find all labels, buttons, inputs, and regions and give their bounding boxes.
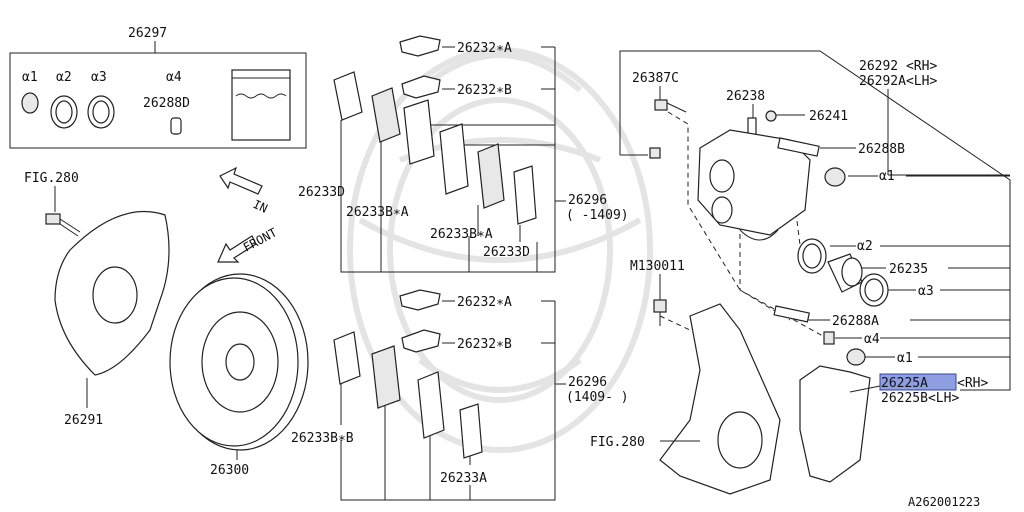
kit-item-a3: α3 (91, 70, 107, 85)
caliper-bolt-icon (654, 99, 668, 111)
m-bolt-icon (653, 299, 667, 313)
fig-280-top[interactable]: FIG.280 (24, 171, 79, 186)
caliper-a3: α3 (918, 284, 934, 299)
lower-pad-26233bb-icon (371, 345, 401, 409)
kit-box-26297[interactable]: 26297 α1 α2 α3 α4 26288D (9, 26, 307, 149)
kit-item-a1: α1 (22, 70, 38, 85)
boot-a1-icon (824, 167, 846, 187)
kit-item-a4: α4 (166, 70, 182, 85)
grease-pack (231, 69, 291, 141)
caliper-assembly: 26387C 26238 26241 26292 <RH> 26292A<LH>… (590, 50, 1011, 495)
pad-kit-upper: 26232∗A 26232∗B 26233D 26233B∗A 26233B∗A… (298, 35, 629, 273)
caliper-assy-lh[interactable]: 26292A<LH> (859, 74, 937, 89)
caliper-bolt-number[interactable]: 26387C (632, 71, 679, 86)
left-assembly: FIG.280 IN FRONT 26291 26300 (24, 166, 309, 478)
pad-26233d2-icon (513, 165, 537, 225)
bolt-icon (45, 213, 61, 225)
shim-b-icon (401, 75, 441, 99)
m-bolt-number[interactable]: M130011 (630, 259, 685, 274)
piston-number[interactable]: 26235 (889, 262, 928, 277)
caliper-support-icon (799, 365, 871, 483)
in-arrow-icon (219, 166, 263, 195)
kit-number[interactable]: 26297 (128, 26, 167, 41)
pad-26233ba-icon (371, 87, 401, 143)
upper-kit-range: ( -1409) (566, 208, 629, 223)
shim-a-icon (399, 35, 441, 57)
pad-26233ba2-icon (477, 143, 505, 209)
lower-shim-b[interactable]: 26232∗B (457, 337, 512, 352)
bushing-icon (823, 331, 835, 345)
bleeder-cap-icon (765, 110, 777, 122)
steering-knuckle-icon (659, 303, 781, 495)
front-arrow-icon (217, 235, 257, 263)
pin-a-number[interactable]: 26288A (832, 314, 879, 329)
lower-pad-a[interactable]: 26233A (440, 471, 487, 486)
upper-pad-d2[interactable]: 26233D (483, 245, 530, 260)
lower-shim-a-icon (399, 289, 441, 311)
guide-pin-b-icon (777, 137, 820, 157)
pad-inner-icon (403, 99, 435, 165)
lower-pad-1-icon (333, 331, 361, 385)
support-lh-number[interactable]: 26225B<LH> (881, 391, 959, 406)
bleeder-number[interactable]: 26238 (726, 89, 765, 104)
caliper-a1: α1 (879, 169, 895, 184)
diagram-id: A262001223 (908, 495, 980, 509)
guide-pin-a-icon (773, 305, 810, 323)
pad-26233d-icon (333, 71, 363, 121)
seal-boot-a1 (21, 92, 39, 114)
rotor-number[interactable]: 26300 (210, 463, 249, 478)
pad-kit-lower: 26232∗A 26232∗B 26233B∗B 26233A 26296 (1… (291, 289, 629, 501)
in-label: IN (251, 197, 270, 216)
cap-number[interactable]: 26241 (809, 109, 848, 124)
lower-shim-b-icon (401, 329, 441, 353)
caliper-a4: α4 (864, 332, 880, 347)
fig-280-knuckle[interactable]: FIG.280 (590, 435, 645, 450)
lower-kit-number[interactable]: 26296 (568, 375, 607, 390)
watermark-emblem (347, 47, 653, 453)
support-rh-side: <RH> (957, 376, 988, 391)
lower-shim-a[interactable]: 26232∗A (457, 295, 512, 310)
lower-pad-2-icon (417, 371, 445, 439)
lower-pad-26233a-icon (459, 403, 483, 459)
kit-part-26288d[interactable]: 26288D (143, 96, 190, 111)
backing-plate-number[interactable]: 26291 (64, 413, 103, 428)
upper-kit-number[interactable]: 26296 (568, 193, 607, 208)
pad-outer-icon (439, 123, 469, 195)
caliper-a1-lower: α1 (897, 351, 913, 366)
pin-b-number[interactable]: 26288B (858, 142, 905, 157)
lower-kit-range: (1409- ) (566, 390, 629, 405)
upper-shim-b[interactable]: 26232∗B (457, 83, 512, 98)
upper-shim-a[interactable]: 26232∗A (457, 41, 512, 56)
lower-pad-bb[interactable]: 26233B∗B (291, 431, 354, 446)
upper-pad-ba2[interactable]: 26233B∗A (430, 227, 493, 242)
bushing-a4 (170, 117, 182, 135)
front-label: FRONT (241, 225, 279, 254)
support-rh-number[interactable]: 26225A (881, 376, 928, 391)
caliper-assy-rh[interactable]: 26292 <RH> (859, 59, 937, 74)
highlight-box (879, 373, 957, 391)
caliper-a2: α2 (857, 239, 873, 254)
upper-pad-d[interactable]: 26233D (298, 185, 345, 200)
upper-pad-ba[interactable]: 26233B∗A (346, 205, 409, 220)
boot-a1-lower-icon (846, 348, 866, 366)
nut-icon (649, 147, 661, 159)
kit-item-a2: α2 (56, 70, 72, 85)
